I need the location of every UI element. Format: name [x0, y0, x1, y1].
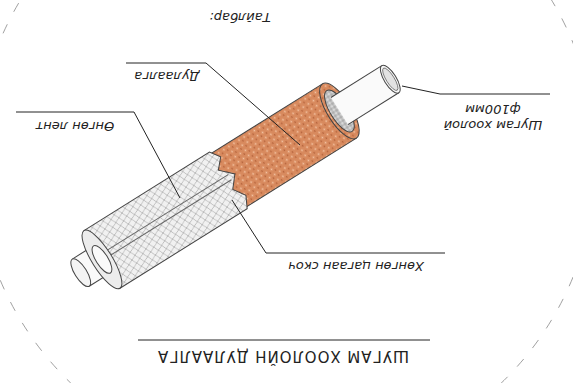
- tape-label: Өнгөн лент: [36, 118, 115, 134]
- drawing-title: ШУГАМ ХООЛОЙН ДУЛААЛГА: [157, 347, 409, 366]
- note-heading: Тайлбар:: [209, 9, 270, 25]
- insulation-label: Дулаалга: [134, 68, 199, 84]
- foil-label: Хөнгөн цагаан скоч: [288, 258, 424, 274]
- pipe-label: Шугам хоолой ф100мм: [439, 101, 547, 134]
- leader-lines: [16, 63, 550, 340]
- foil-wrap: [84, 147, 254, 288]
